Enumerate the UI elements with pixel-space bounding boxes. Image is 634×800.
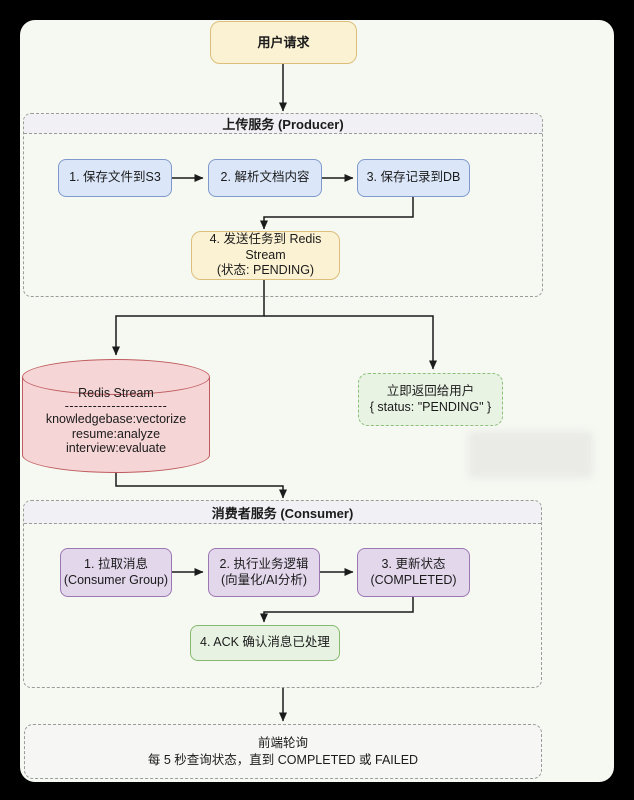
redis-topic-1: knowledgebase:vectorize — [45, 412, 187, 426]
producer-step4-node: 4. 发送任务到 Redis Stream (状态: PENDING) — [191, 231, 340, 280]
producer-step3-label: 3. 保存记录到DB — [366, 170, 461, 185]
consumer-step2-line2: (向量化/AI分析) — [220, 572, 308, 587]
consumer-container: 消费者服务 (Consumer) — [23, 500, 542, 688]
consumer-step1-line1: 1. 拉取消息 — [84, 557, 148, 571]
consumer-step2-node: 2. 执行业务逻辑 (向量化/AI分析) — [208, 548, 320, 597]
producer-header: 上传服务 (Producer) — [24, 114, 542, 134]
cylinder-top-cap — [22, 359, 210, 395]
redis-stream-separator: ---------------------- — [64, 399, 168, 413]
immediate-return-line1: 立即返回给用户 — [386, 384, 475, 398]
consumer-title: 消费者服务 (Consumer) — [211, 505, 354, 521]
producer-step2-label: 2. 解析文档内容 — [220, 170, 310, 185]
producer-step2-node: 2. 解析文档内容 — [208, 159, 322, 197]
redis-topic-2: resume:analyze — [71, 426, 161, 441]
ack-label: 4. ACK 确认消息已处理 — [200, 635, 330, 650]
frontend-polling-line2: 每 5 秒查询状态，直到 COMPLETED 或 FAILED — [147, 752, 419, 767]
user-request-label: 用户请求 — [257, 34, 310, 50]
producer-step4-line2: Stream — [245, 247, 286, 262]
redis-stream-cylinder: Redis Stream ---------------------- know… — [22, 359, 210, 473]
frontend-polling-line1: 前端轮询 — [257, 735, 308, 750]
redis-stream-title: Redis Stream — [78, 386, 154, 400]
consumer-header: 消费者服务 (Consumer) — [24, 501, 541, 524]
ack-node: 4. ACK 确认消息已处理 — [190, 625, 340, 661]
producer-step3-node: 3. 保存记录到DB — [357, 159, 470, 197]
producer-title: 上传服务 (Producer) — [222, 117, 344, 132]
consumer-step1-line2: (Consumer Group) — [63, 572, 169, 587]
user-request-node: 用户请求 — [210, 21, 357, 64]
consumer-step3-line2: (COMPLETED) — [370, 572, 457, 587]
consumer-step2-line1: 2. 执行业务逻辑 — [219, 557, 309, 571]
redis-stream-text: Redis Stream ---------------------- know… — [22, 385, 210, 456]
redis-topic-3: interview:evaluate — [65, 441, 167, 455]
producer-step1-node: 1. 保存文件到S3 — [58, 159, 172, 197]
producer-container: 上传服务 (Producer) — [23, 113, 543, 297]
producer-step1-label: 1. 保存文件到S3 — [69, 170, 161, 185]
immediate-return-line2: { status: "PENDING" } — [369, 399, 492, 414]
producer-step4-line3: (状态: PENDING) — [216, 263, 315, 278]
producer-step4-line1: 4. 发送任务到 Redis — [209, 232, 322, 247]
consumer-step3-node: 3. 更新状态 (COMPLETED) — [357, 548, 470, 597]
consumer-step1-node: 1. 拉取消息 (Consumer Group) — [60, 548, 172, 597]
frontend-polling-node: 前端轮询 每 5 秒查询状态，直到 COMPLETED 或 FAILED — [24, 724, 542, 779]
blurred-watermark — [468, 431, 593, 478]
immediate-return-node: 立即返回给用户 { status: "PENDING" } — [358, 373, 503, 426]
consumer-step3-line1: 3. 更新状态 — [381, 557, 446, 571]
